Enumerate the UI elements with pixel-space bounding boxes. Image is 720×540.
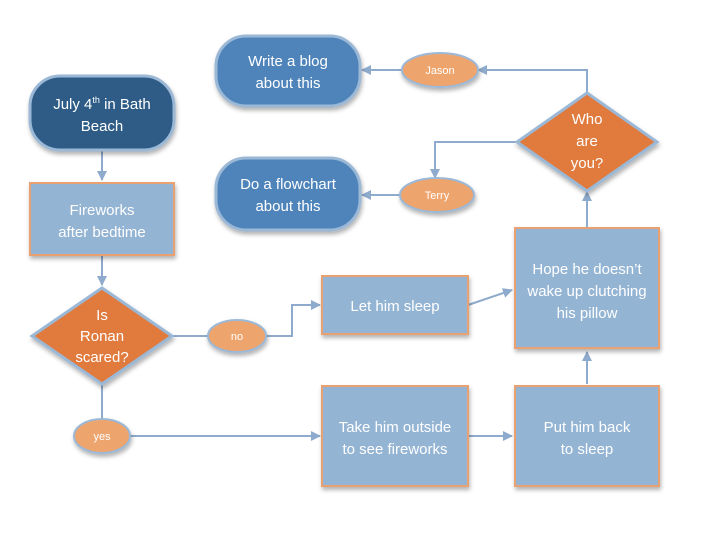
jason-label-text: Jason xyxy=(425,65,454,77)
who-decision-line1: Who xyxy=(572,111,603,128)
yes-label-text: yes xyxy=(93,431,111,443)
outside-node-line1: Take him outside xyxy=(339,419,452,436)
outside-node: Take him outside to see fireworks xyxy=(321,385,469,487)
hope-node-line3: his pillow xyxy=(557,305,618,322)
terry-label-text: Terry xyxy=(425,190,450,202)
terry-label: Terry xyxy=(399,177,475,213)
who-decision-line3: you? xyxy=(571,155,604,172)
sleep-node: Let him sleep xyxy=(321,275,469,335)
yes-label: yes xyxy=(73,418,131,454)
connector-sleep-to-hope xyxy=(467,288,513,306)
connector-who-to-terry xyxy=(430,141,516,179)
scared-decision-line1: Is xyxy=(96,307,108,324)
outside-node-line2: to see fireworks xyxy=(342,441,447,458)
connector-who-to-jason xyxy=(477,65,588,92)
fireworks-node-line2: after bedtime xyxy=(58,224,146,241)
connector-no-to-sleep xyxy=(266,300,321,337)
hope-node-line1: Hope he doesn’t xyxy=(532,261,642,278)
flowchart-node: Do a flowchart about this xyxy=(214,156,362,232)
start-node: July 4th in Bath Beach xyxy=(28,74,176,152)
blog-node: Write a blog about this xyxy=(214,34,362,108)
fireworks-node: Fireworks after bedtime xyxy=(29,182,175,256)
who-decision-line2: are xyxy=(576,133,598,150)
jason-label: Jason xyxy=(401,52,479,88)
no-label-text: no xyxy=(231,331,243,343)
start-node-line2: Beach xyxy=(81,118,124,135)
back-node-line2: to sleep xyxy=(561,441,614,458)
fireworks-node-line1: Fireworks xyxy=(69,202,134,219)
blog-node-line1: Write a blog xyxy=(248,53,328,70)
start-node-line1: July 4th in Bath xyxy=(53,95,151,113)
scared-decision-line3: scared? xyxy=(75,349,128,366)
flowchart-node-line2: about this xyxy=(255,198,320,215)
scared-decision: Is Ronan scared? xyxy=(29,286,175,386)
scared-decision-line2: Ronan xyxy=(80,328,124,345)
blog-node-line2: about this xyxy=(255,75,320,92)
back-node: Put him back to sleep xyxy=(514,385,660,487)
back-node-line1: Put him back xyxy=(544,419,631,436)
no-label: no xyxy=(207,319,267,353)
hope-node-line2: wake up clutching xyxy=(526,283,646,300)
connectors xyxy=(97,65,592,441)
sleep-node-line1: Let him sleep xyxy=(350,298,439,315)
hope-node: Hope he doesn’t wake up clutching his pi… xyxy=(514,227,660,349)
flowchart-node-line1: Do a flowchart xyxy=(240,176,337,193)
who-decision: Who are you? xyxy=(514,91,660,193)
